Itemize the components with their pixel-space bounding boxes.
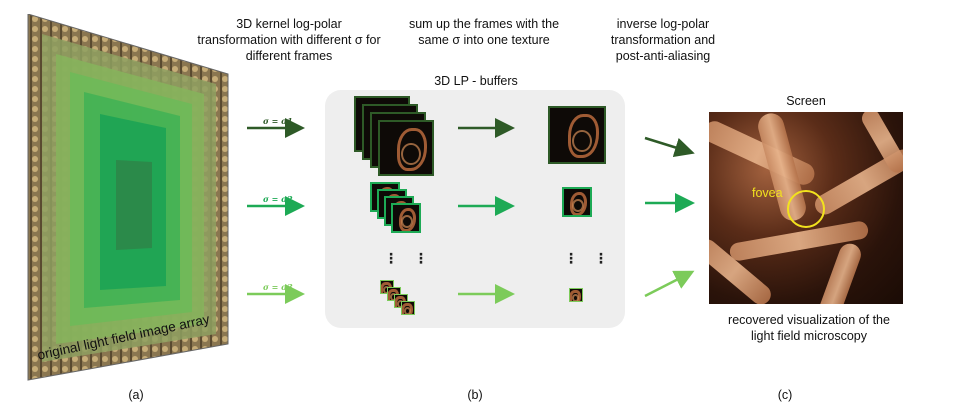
frame-sigma2: [391, 203, 421, 233]
texture-sigma1: [548, 106, 606, 164]
sigma-label-1: σ = σ1: [263, 116, 293, 126]
ellipsis-left: ⋮ ⋮: [384, 250, 434, 266]
ellipsis-right: ⋮ ⋮: [564, 250, 614, 266]
light-field-array-image: [27, 14, 229, 381]
subfig-label-b: (b): [467, 388, 483, 402]
screen-title: Screen: [786, 94, 826, 108]
panel-title: 3D LP - buffers: [434, 74, 518, 88]
header-sum-frames: sum up the frames with the same σ into o…: [408, 17, 560, 47]
texture-sigma2: [562, 187, 592, 217]
fovea-ring: [787, 190, 825, 228]
result-caption: recovered visualization of the light fie…: [728, 313, 890, 343]
frame-sigma1: [378, 120, 434, 176]
arrow-sigma3-out: [644, 270, 695, 298]
frame-sigma3: [401, 301, 415, 315]
fovea-label: fovea: [752, 186, 783, 200]
subfig-label-c: (c): [777, 388, 793, 402]
header-kernel-transform: 3D kernel log-polar transformation with …: [197, 17, 381, 63]
sigma-label-2: σ = σ2: [263, 194, 293, 204]
sigma-label-3: σ = σ3: [263, 282, 293, 292]
subfig-label-a: (a): [128, 388, 144, 402]
texture-sigma3: [569, 288, 583, 302]
header-inverse-transform: inverse log-polar transformation and pos…: [610, 17, 716, 63]
arrow-sigma1-out: [644, 136, 695, 158]
